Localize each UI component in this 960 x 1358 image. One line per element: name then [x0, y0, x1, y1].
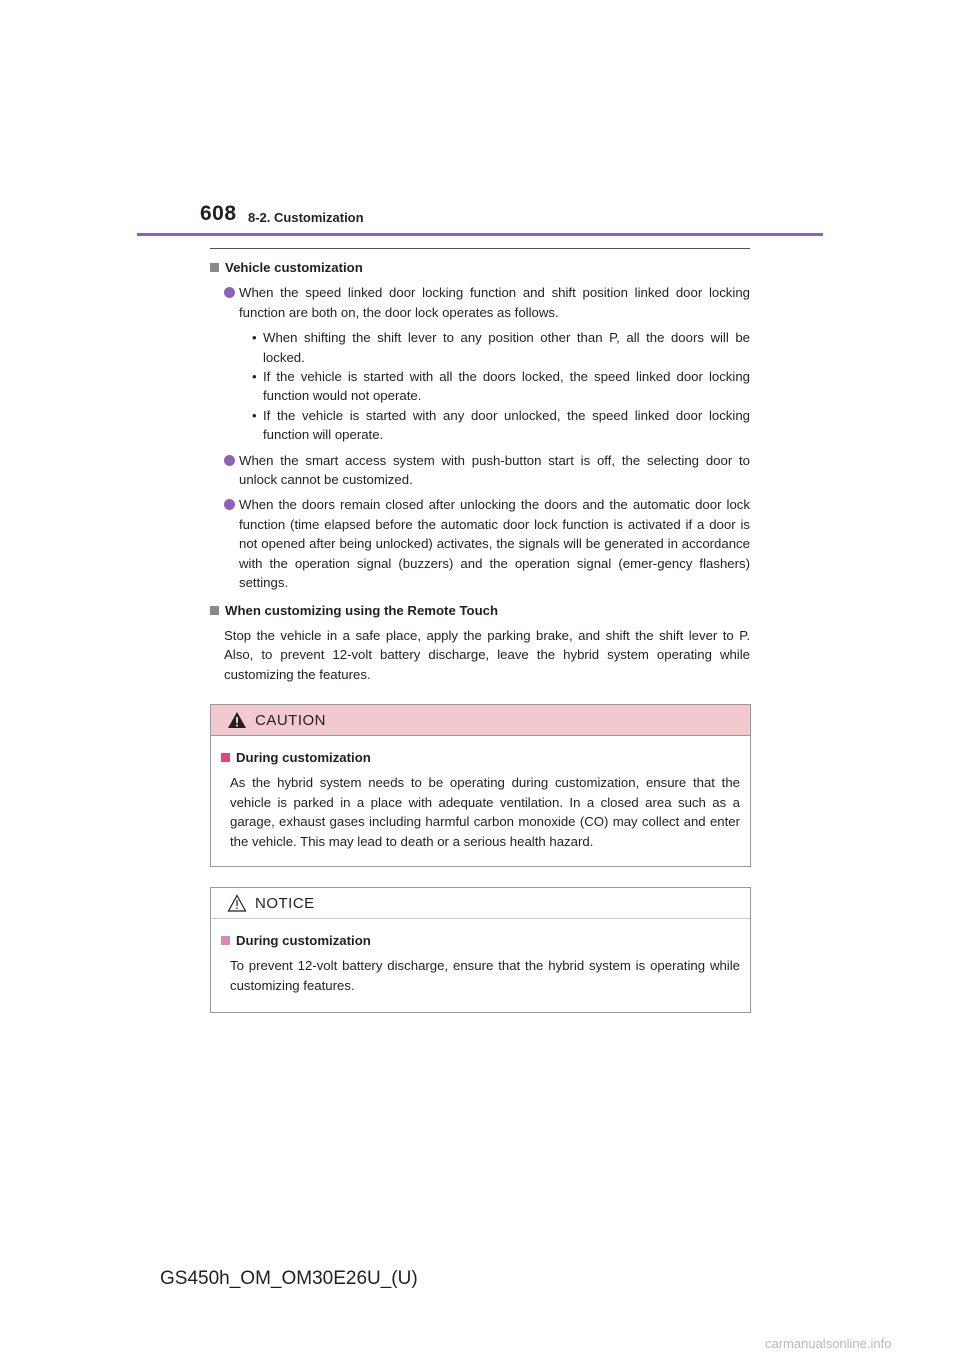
dot-bullet-icon: • — [252, 330, 257, 346]
content-top-rule — [210, 248, 750, 249]
page-number: 608 — [200, 202, 237, 225]
notice-heading: During customization — [221, 931, 740, 950]
header-rule — [137, 233, 823, 236]
circle-bullet-icon — [224, 454, 235, 466]
dot-bullet-icon: • — [252, 407, 257, 423]
square-bullet-icon — [210, 605, 219, 615]
list-item: When the smart access system with push-b… — [224, 451, 750, 490]
square-bullet-icon — [221, 753, 230, 763]
caution-heading: During customization — [221, 748, 740, 767]
circle-bullet-icon — [224, 499, 235, 511]
notice-header: NOTICE — [211, 888, 750, 919]
notice-title: NOTICE — [255, 894, 315, 912]
square-bullet-icon — [210, 263, 219, 273]
notice-triangle-icon — [227, 894, 247, 912]
watermark: carmanualsonline.info — [765, 1336, 892, 1351]
notice-body: During customization To prevent 12-volt … — [211, 919, 750, 995]
caution-title: CAUTION — [255, 711, 326, 729]
notice-text: To prevent 12-volt battery discharge, en… — [230, 958, 740, 993]
list-item: When the speed linked door locking funct… — [224, 283, 750, 322]
dot-bullet-icon: • — [252, 369, 257, 385]
page-header: 608 8-2. Customization — [0, 0, 960, 249]
caution-body: During customization As the hybrid syste… — [211, 736, 750, 851]
remote-touch-text: Stop the vehicle in a safe place, apply … — [224, 627, 750, 682]
caution-header: CAUTION — [211, 705, 750, 736]
section-title: 8-2. Customization — [248, 210, 364, 225]
sub-list-item: • When shifting the shift lever to any p… — [252, 328, 750, 367]
warning-triangle-icon — [228, 712, 246, 728]
caution-text: As the hybrid system needs to be operati… — [230, 775, 740, 849]
circle-bullet-icon — [224, 287, 235, 299]
notice-box: NOTICE During customization To prevent 1… — [210, 887, 751, 1013]
document-code: GS450h_OM_OM30E26U_(U) — [160, 1268, 418, 1289]
sub-list-item: • If the vehicle is started with any doo… — [252, 406, 750, 445]
main-content: Vehicle customization When the speed lin… — [210, 258, 750, 684]
square-bullet-icon — [221, 936, 230, 946]
remote-touch-heading: When customizing using the Remote Touch — [210, 601, 750, 620]
sub-list-item: • If the vehicle is started with all the… — [252, 367, 750, 406]
caution-box: CAUTION During customization As the hybr… — [210, 704, 751, 867]
list-item: When the doors remain closed after unloc… — [224, 495, 750, 592]
vehicle-customization-heading: Vehicle customization — [210, 258, 750, 277]
